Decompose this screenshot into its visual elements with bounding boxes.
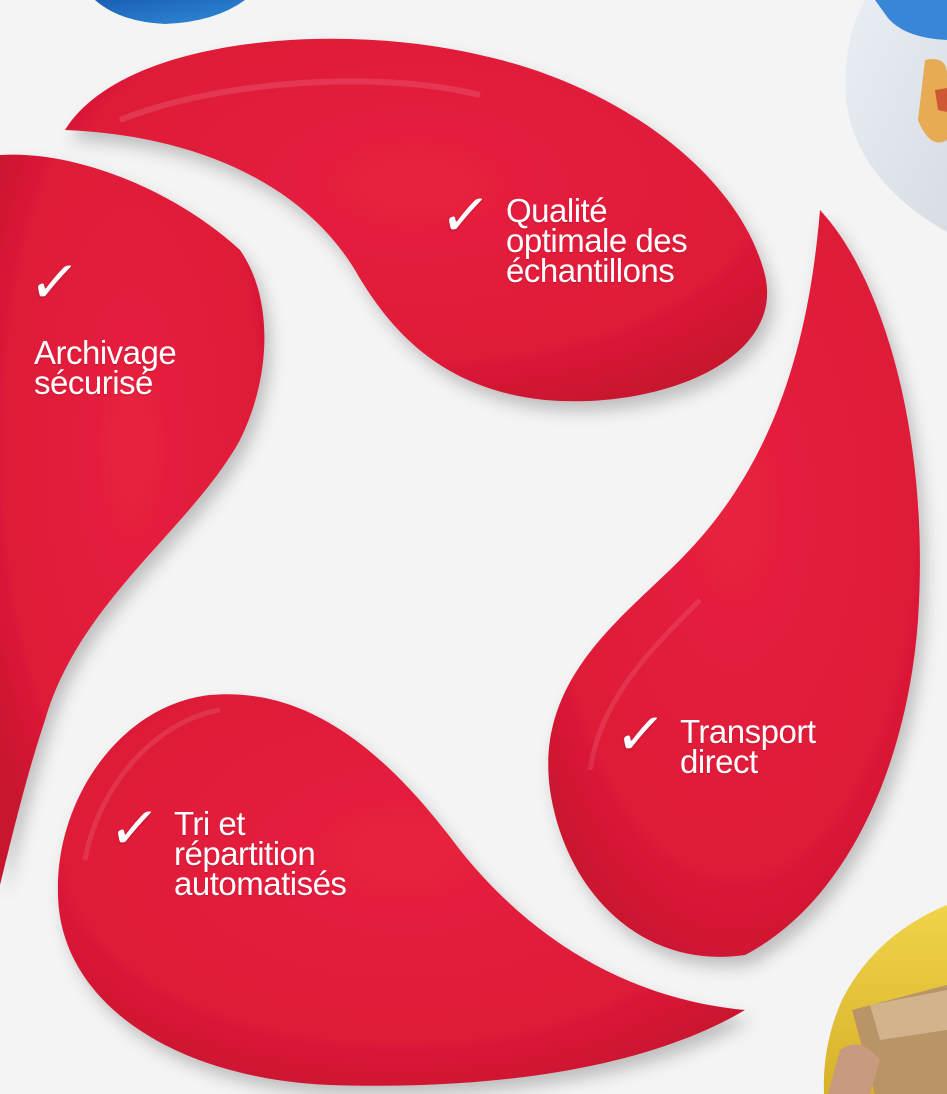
photo-top-left <box>95 0 245 24</box>
feature-line: répartition <box>174 835 316 872</box>
feature-line: automatisés <box>174 865 347 902</box>
feature-line: direct <box>680 743 758 780</box>
feature-line: optimale des <box>506 222 688 259</box>
feature-line: Transport <box>680 713 816 750</box>
feature-archivage-label: Archivage sécurisé <box>34 334 177 401</box>
checkmark-icon: ✓ <box>611 700 670 768</box>
feature-line: sécurisé <box>34 364 153 401</box>
petal-bottom <box>57 694 745 1086</box>
petal-top <box>65 38 768 402</box>
petal-left <box>0 154 265 885</box>
feature-transport-label: Transport direct <box>680 713 816 780</box>
checkmark-icon: ✓ <box>436 181 495 249</box>
photo-top-right <box>845 0 947 232</box>
checkmark-icon: ✓ <box>105 794 164 862</box>
checkmark-icon: ✓ <box>25 248 84 316</box>
feature-line: Qualité <box>506 192 608 229</box>
feature-line: échantillons <box>506 252 675 289</box>
petal-right <box>548 210 920 957</box>
feature-line: Archivage <box>34 334 177 371</box>
feature-qualite-label: Qualité optimale des échantillons <box>506 192 688 289</box>
photo-bottom-right <box>823 905 947 1094</box>
feature-line: Tri et <box>174 805 245 842</box>
feature-tri-label: Tri et répartition automatisés <box>174 805 347 902</box>
